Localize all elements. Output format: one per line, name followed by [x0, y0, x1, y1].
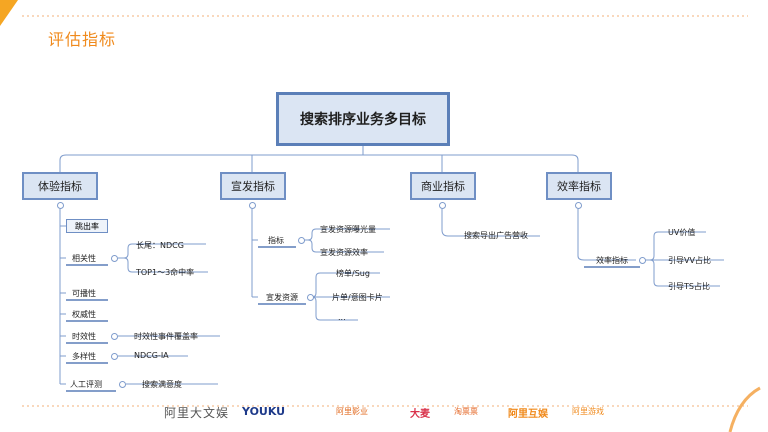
leaf-manual-eval: 人工评测 — [70, 380, 102, 389]
collapse-toggle-metrics[interactable] — [298, 236, 305, 244]
leaf-bounce-rate: 跳出率 — [66, 219, 108, 233]
collapse-toggle-diversity[interactable] — [111, 352, 118, 360]
leaf-relevance-top-hit: TOP1～3命中率 — [136, 268, 195, 277]
leaf-relevance: 相关性 — [72, 254, 96, 263]
logo-ali-games: 阿里游戏 — [572, 407, 604, 416]
leaf-diversity-ndcg-ia: NDCG-IA — [134, 351, 169, 360]
leaf-relevance-ndcg: 长尾：NDCG — [136, 241, 184, 250]
collapse-toggle-resources[interactable] — [307, 293, 314, 301]
collapse-toggle-manual[interactable] — [119, 380, 126, 388]
leaf-diversity: 多样性 — [72, 352, 96, 361]
leaf-vv-ratio: 引导VV占比 — [668, 256, 711, 265]
collapse-toggle-distribution[interactable] — [248, 202, 256, 209]
collapse-toggle-relevance[interactable] — [111, 254, 118, 262]
leaf-timeliness: 时效性 — [72, 332, 96, 341]
leaf-ellipsis: ... — [338, 313, 346, 322]
logo-ali-pictures: 阿里影业 — [336, 407, 368, 416]
logo-ali-interactive: 阿里互娱 — [508, 409, 548, 420]
category-efficiency: 效率指标 — [546, 172, 612, 200]
logo-damai: 大麦 — [410, 409, 430, 420]
category-distribution: 宣发指标 — [220, 172, 286, 200]
leaf-uv-value: UV价值 — [668, 228, 696, 237]
collapse-toggle-timeliness[interactable] — [111, 332, 118, 340]
collapse-toggle-experience[interactable] — [56, 202, 64, 209]
leaf-resources: 宣发资源 — [266, 293, 298, 302]
leaf-intent-card: 片单/意图卡片 — [332, 293, 383, 302]
corner-accent-top-left — [0, 0, 18, 26]
leaf-metrics: 指标 — [268, 236, 284, 245]
collapse-toggle-efficiency-metrics[interactable] — [639, 256, 646, 264]
logo-youku: YOUKU — [242, 405, 286, 418]
leaf-search-satisfaction: 搜索满意度 — [142, 380, 182, 389]
leaf-underlines — [66, 246, 640, 392]
leaf-efficiency-metrics: 效率指标 — [596, 256, 628, 265]
leaf-ranking-sug: 榜单/Sug — [336, 269, 370, 278]
leaf-exposure: 宣发资源曝光量 — [320, 225, 376, 234]
leaf-playability: 可播性 — [72, 289, 96, 298]
leaf-ad-revenue: 搜索导出广告营收 — [464, 231, 528, 240]
tree-connectors — [59, 146, 724, 385]
leaf-resource-efficiency: 宣发资源效率 — [320, 248, 368, 257]
collapse-toggle-efficiency[interactable] — [574, 202, 582, 209]
category-experience: 体验指标 — [22, 172, 98, 200]
logo-taopiaopiao: 淘票票 — [454, 407, 478, 416]
leaf-authority: 权威性 — [72, 310, 96, 319]
logo-ali-entertainment: 阿里大文娱 — [164, 406, 230, 420]
leaf-timeliness-coverage: 时效性事件覆盖率 — [134, 332, 198, 341]
collapse-toggle-business[interactable] — [438, 202, 446, 209]
corner-swoosh — [728, 386, 761, 432]
leaf-ts-ratio: 引导TS占比 — [668, 282, 710, 291]
category-business: 商业指标 — [410, 172, 476, 200]
page-title: 评估指标 — [48, 30, 117, 49]
root-node: 搜索排序业务多目标 — [276, 92, 450, 146]
